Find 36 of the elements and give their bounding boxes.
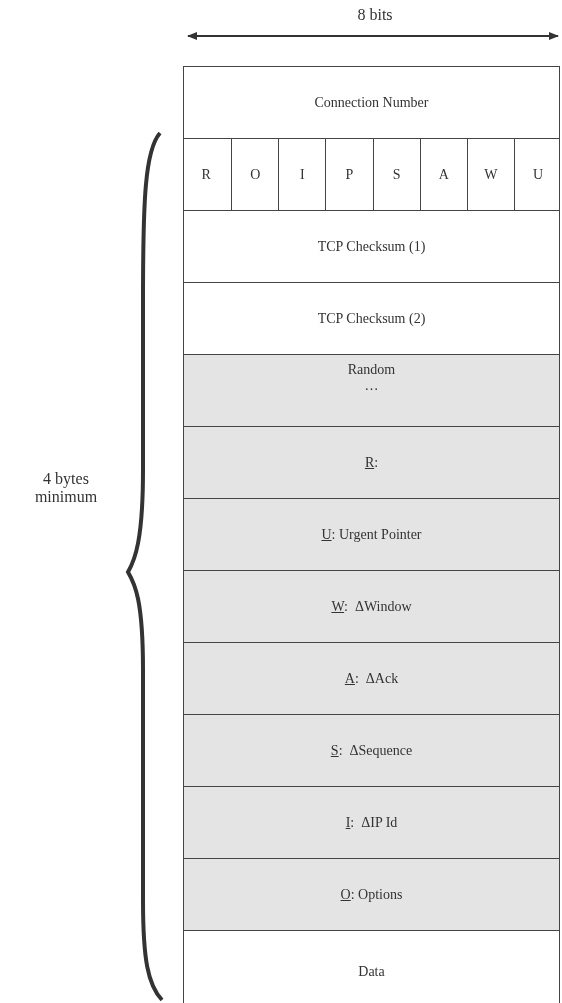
field-label: R:	[364, 454, 379, 471]
flag-letter: I	[299, 166, 305, 183]
flag-letter: R	[201, 166, 211, 183]
ellipsis: …	[364, 377, 379, 394]
width-label: 8 bits	[356, 6, 394, 24]
header-field	[183, 66, 560, 138]
size-label: 4 bytes minimum	[33, 470, 99, 506]
header-field	[183, 354, 560, 426]
flag-letter: S	[392, 166, 401, 183]
flag-letter: P	[345, 166, 354, 183]
header-field	[183, 570, 560, 642]
flag-letter: A	[438, 166, 449, 183]
header-field	[183, 858, 560, 930]
field-label: Random	[347, 361, 396, 378]
field-label: O: Options	[340, 886, 403, 903]
header-field	[183, 786, 560, 858]
flag-letter: O	[250, 166, 261, 183]
header-field	[183, 714, 560, 786]
field-label: TCP Checksum (1)	[317, 238, 426, 255]
field-label: A: ΔAck	[344, 670, 399, 687]
field-label: I: ΔIP Id	[345, 814, 398, 831]
field-label: S: ΔSequence	[330, 742, 413, 759]
header-field	[183, 642, 560, 714]
header-field	[183, 210, 560, 282]
header-field	[183, 426, 560, 498]
header-field	[183, 282, 560, 354]
flag-letter: U	[532, 166, 543, 183]
flag-row	[183, 138, 560, 210]
header-field	[183, 930, 560, 1003]
field-label: Connection Number	[314, 94, 429, 111]
header-field	[183, 498, 560, 570]
field-label: U: Urgent Pointer	[321, 526, 422, 543]
field-label: W: ΔWindow	[331, 598, 412, 615]
field-label: Data	[358, 963, 385, 980]
field-label: TCP Checksum (2)	[317, 310, 426, 327]
flag-letter: W	[484, 166, 498, 183]
